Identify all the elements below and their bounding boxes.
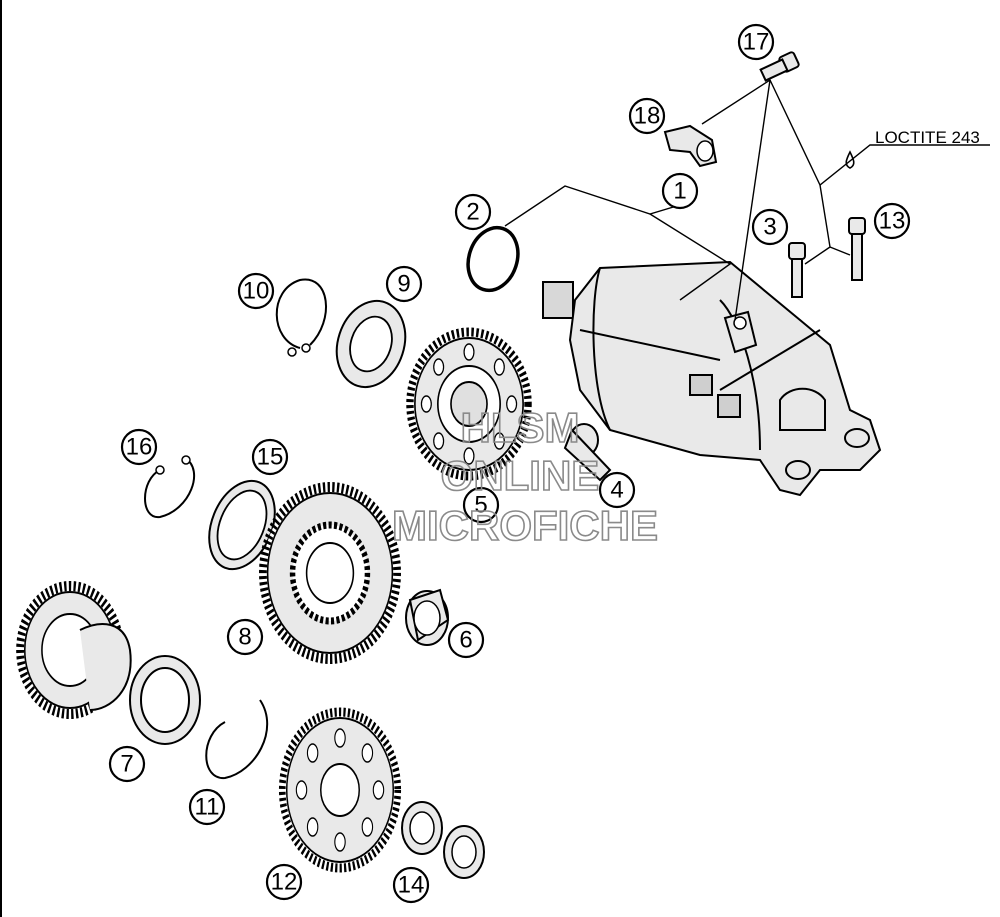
callout-16: 16 (120, 428, 158, 466)
svg-text:18: 18 (634, 103, 661, 130)
svg-text:16: 16 (126, 434, 153, 461)
needle-bearings-14 (401, 801, 485, 879)
svg-text:8: 8 (238, 624, 251, 651)
circlip-10 (275, 278, 327, 357)
callout-1: 1 (661, 172, 699, 210)
bearing-7 (129, 655, 201, 745)
svg-text:14: 14 (398, 872, 425, 899)
callout-18: 18 (628, 97, 666, 135)
watermark: HLSM ONLINE MICROFICHE (391, 403, 659, 550)
svg-text:7: 7 (120, 751, 133, 778)
circlip-11 (205, 699, 269, 780)
gear-12 (278, 707, 402, 873)
callout-13: 13 (873, 202, 911, 240)
callout-11: 11 (188, 788, 226, 826)
loctite-note: LOCTITE 243 (875, 128, 980, 147)
screw-13 (848, 217, 866, 281)
gear-8 (259, 482, 401, 664)
svg-text:5: 5 (474, 492, 487, 519)
leader-lines (504, 78, 990, 321)
shaft-4 (563, 423, 612, 482)
svg-text:HLSM: HLSM (461, 404, 580, 451)
svg-text:17: 17 (743, 29, 770, 56)
circlip-16 (144, 455, 196, 519)
gear-5 (406, 327, 532, 481)
callout-2: 2 (454, 193, 492, 231)
starter-motor (542, 260, 882, 497)
callout-4: 4 (598, 471, 636, 509)
callout-9: 9 (385, 265, 423, 303)
svg-text:3: 3 (763, 214, 776, 241)
svg-text:2: 2 (466, 199, 479, 226)
loctite-drop-icon (845, 150, 855, 169)
o-ring (466, 225, 520, 293)
callout-17: 17 (737, 23, 775, 61)
svg-text:10: 10 (243, 278, 270, 305)
svg-text:MICROFICHE: MICROFICHE (392, 502, 658, 549)
screw-17 (759, 51, 800, 82)
svg-text:15: 15 (257, 444, 284, 471)
bracket-18 (663, 124, 718, 168)
svg-text:ONLINE: ONLINE (441, 452, 600, 499)
callout-10: 10 (237, 272, 275, 310)
callout-8: 8 (226, 618, 264, 656)
callout-6: 6 (447, 621, 485, 659)
callout-7: 7 (108, 745, 146, 783)
svg-text:13: 13 (879, 208, 906, 235)
callout-5: 5 (462, 486, 500, 524)
svg-text:12: 12 (271, 869, 298, 896)
freewheel-gear (16, 581, 132, 719)
needle-bearing-6 (405, 588, 450, 646)
screw-3 (788, 242, 806, 298)
svg-text:11: 11 (195, 794, 220, 821)
callout-3: 3 (751, 208, 789, 246)
svg-text:1: 1 (673, 178, 686, 205)
callout-15: 15 (251, 438, 289, 476)
svg-text:4: 4 (610, 477, 623, 504)
callout-12: 12 (265, 863, 303, 901)
callout-14: 14 (392, 866, 430, 904)
svg-text:6: 6 (459, 627, 472, 654)
svg-text:9: 9 (397, 271, 410, 298)
